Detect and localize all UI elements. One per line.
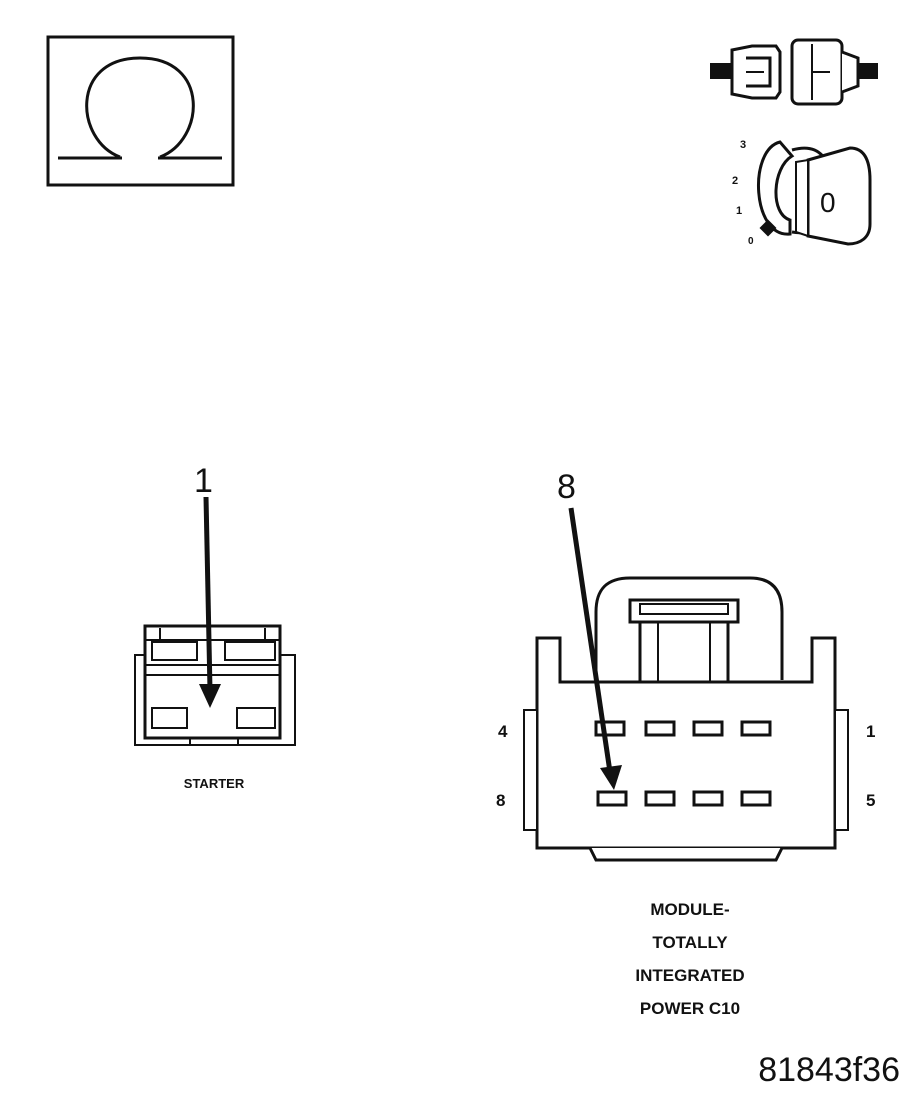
module-callout-number: 8	[557, 468, 576, 506]
starter-connector	[134, 624, 296, 746]
module-pin-label-bottom-right: 5	[866, 791, 875, 810]
figure-id: 81843f36	[758, 1051, 900, 1089]
ignition-position-2: 2	[732, 175, 738, 187]
module-label-line-1: MODULE-	[650, 900, 729, 919]
starter-callout-arrow	[199, 496, 221, 708]
ignition-position-1: 1	[736, 205, 742, 217]
ignition-position-3: 3	[740, 139, 746, 151]
ignition-key-label: 0	[820, 187, 836, 218]
starter-connector-label: STARTER	[184, 776, 245, 791]
module-label-line-2: TOTALLY	[652, 933, 728, 952]
module-pin-label-top-right: 1	[866, 722, 875, 741]
module-label-line-4: POWER C10	[640, 999, 740, 1018]
module-label-line-3: INTEGRATED	[635, 966, 744, 985]
starter-callout-number: 1	[194, 462, 213, 500]
module-pin-label-bottom-left: 8	[496, 791, 505, 810]
ignition-key-icon: 3 2 1 0 0	[732, 139, 872, 247]
connector-disconnect-icon	[710, 38, 878, 106]
module-connector	[523, 576, 849, 862]
ignition-position-0: 0	[748, 236, 754, 247]
ohmmeter-icon	[46, 35, 235, 187]
module-connector-label: MODULE- TOTALLY INTEGRATED POWER C10	[635, 900, 744, 1018]
module-pin-label-top-left: 4	[498, 722, 508, 741]
module-callout-arrow	[568, 507, 622, 790]
